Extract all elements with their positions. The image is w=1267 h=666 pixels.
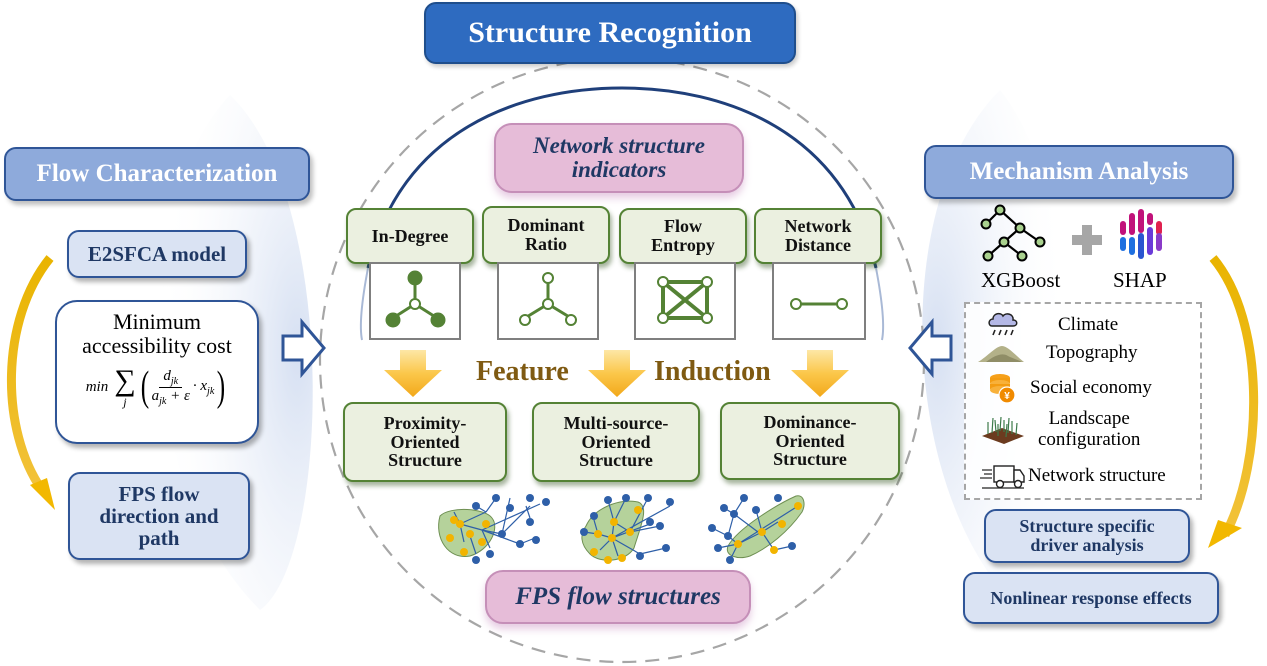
in-degree-icon-box <box>369 262 461 340</box>
down-arrow-icon <box>588 350 646 397</box>
cost-title: Minimum accessibility cost <box>82 309 232 358</box>
dominant-ratio-graph-icon <box>519 272 577 326</box>
minimum-accessibility-cost-box: Minimum accessibility cost min ∑ j ( djk… <box>55 300 259 444</box>
mountain-icon <box>978 346 1024 362</box>
driver-social-economy: ¥ Social economy <box>988 372 1152 404</box>
svg-text:¥: ¥ <box>1004 391 1010 402</box>
driver-network-structure: Network structure <box>980 462 1166 490</box>
fps-flow-direction-box: FPS flow direction and path <box>68 472 250 560</box>
network-distance-graph-icon <box>790 298 848 310</box>
structure-specific-driver-analysis-box: Structure specific driver analysis <box>984 509 1190 563</box>
flow-entropy-icon-box <box>634 262 736 340</box>
cost-formula: min ∑ j ( djk ajk + ε · xjk ) <box>85 364 226 410</box>
nonlinear-response-effects-box: Nonlinear response effects <box>963 572 1219 624</box>
driver-topography: Topography <box>978 342 1138 364</box>
shap-logo-icon <box>1120 209 1162 259</box>
inner-arc <box>366 86 878 269</box>
indicator-network-distance: Network Distance <box>754 208 882 264</box>
driver-climate: Climate <box>986 310 1118 340</box>
plus-icon <box>1072 225 1102 255</box>
left-hollow-arrow-icon <box>908 317 953 379</box>
page-title: Structure Recognition <box>424 2 796 64</box>
flow-characterization-header: Flow Characterization <box>4 147 310 201</box>
structure-dominance-oriented: Dominance- Oriented Structure <box>720 402 900 480</box>
shap-label: SHAP <box>1113 268 1167 292</box>
e2sfca-model-box: E2SFCA model <box>67 230 247 278</box>
in-degree-graph-icon <box>385 270 446 328</box>
left-cycle-arrow <box>6 255 55 510</box>
feature-label: Feature <box>476 356 569 387</box>
structure-proximity-oriented: Proximity- Oriented Structure <box>343 402 507 482</box>
fps-flow-structures-box: FPS flow structures <box>485 570 751 624</box>
network-structure-indicators-box: Network structure indicators <box>494 123 744 193</box>
indicator-flow-entropy: Flow Entropy <box>619 208 747 264</box>
down-arrow-icon <box>791 350 849 397</box>
xgboost-label: XGBoost <box>981 268 1061 292</box>
driver-landscape-configuration: Landscape configuration <box>982 408 1140 450</box>
right-hollow-arrow-icon <box>281 317 326 379</box>
mechanism-analysis-header: Mechanism Analysis <box>924 145 1234 199</box>
structure-multi-source-oriented: Multi-source- Oriented Structure <box>532 402 700 482</box>
coins-icon: ¥ <box>990 374 1016 404</box>
down-arrow-icon <box>384 350 442 397</box>
dominant-ratio-icon-box <box>497 262 599 340</box>
landscape-icon <box>982 416 1024 444</box>
induction-label: Induction <box>654 356 771 387</box>
rain-cloud-icon <box>988 312 1018 336</box>
proximity-network-illustration <box>438 494 550 564</box>
indicator-in-degree: In-Degree <box>346 208 474 264</box>
multi-source-network-illustration <box>580 494 674 564</box>
dominance-network-illustration <box>708 494 805 564</box>
flow-entropy-graph-icon <box>657 276 713 324</box>
xgboost-tree-icon <box>980 204 1046 262</box>
indicator-dominant-ratio: Dominant Ratio <box>482 206 610 264</box>
network-distance-icon-box <box>772 262 866 340</box>
right-cycle-arrow <box>1208 255 1259 548</box>
delivery-truck-icon <box>980 465 1025 489</box>
